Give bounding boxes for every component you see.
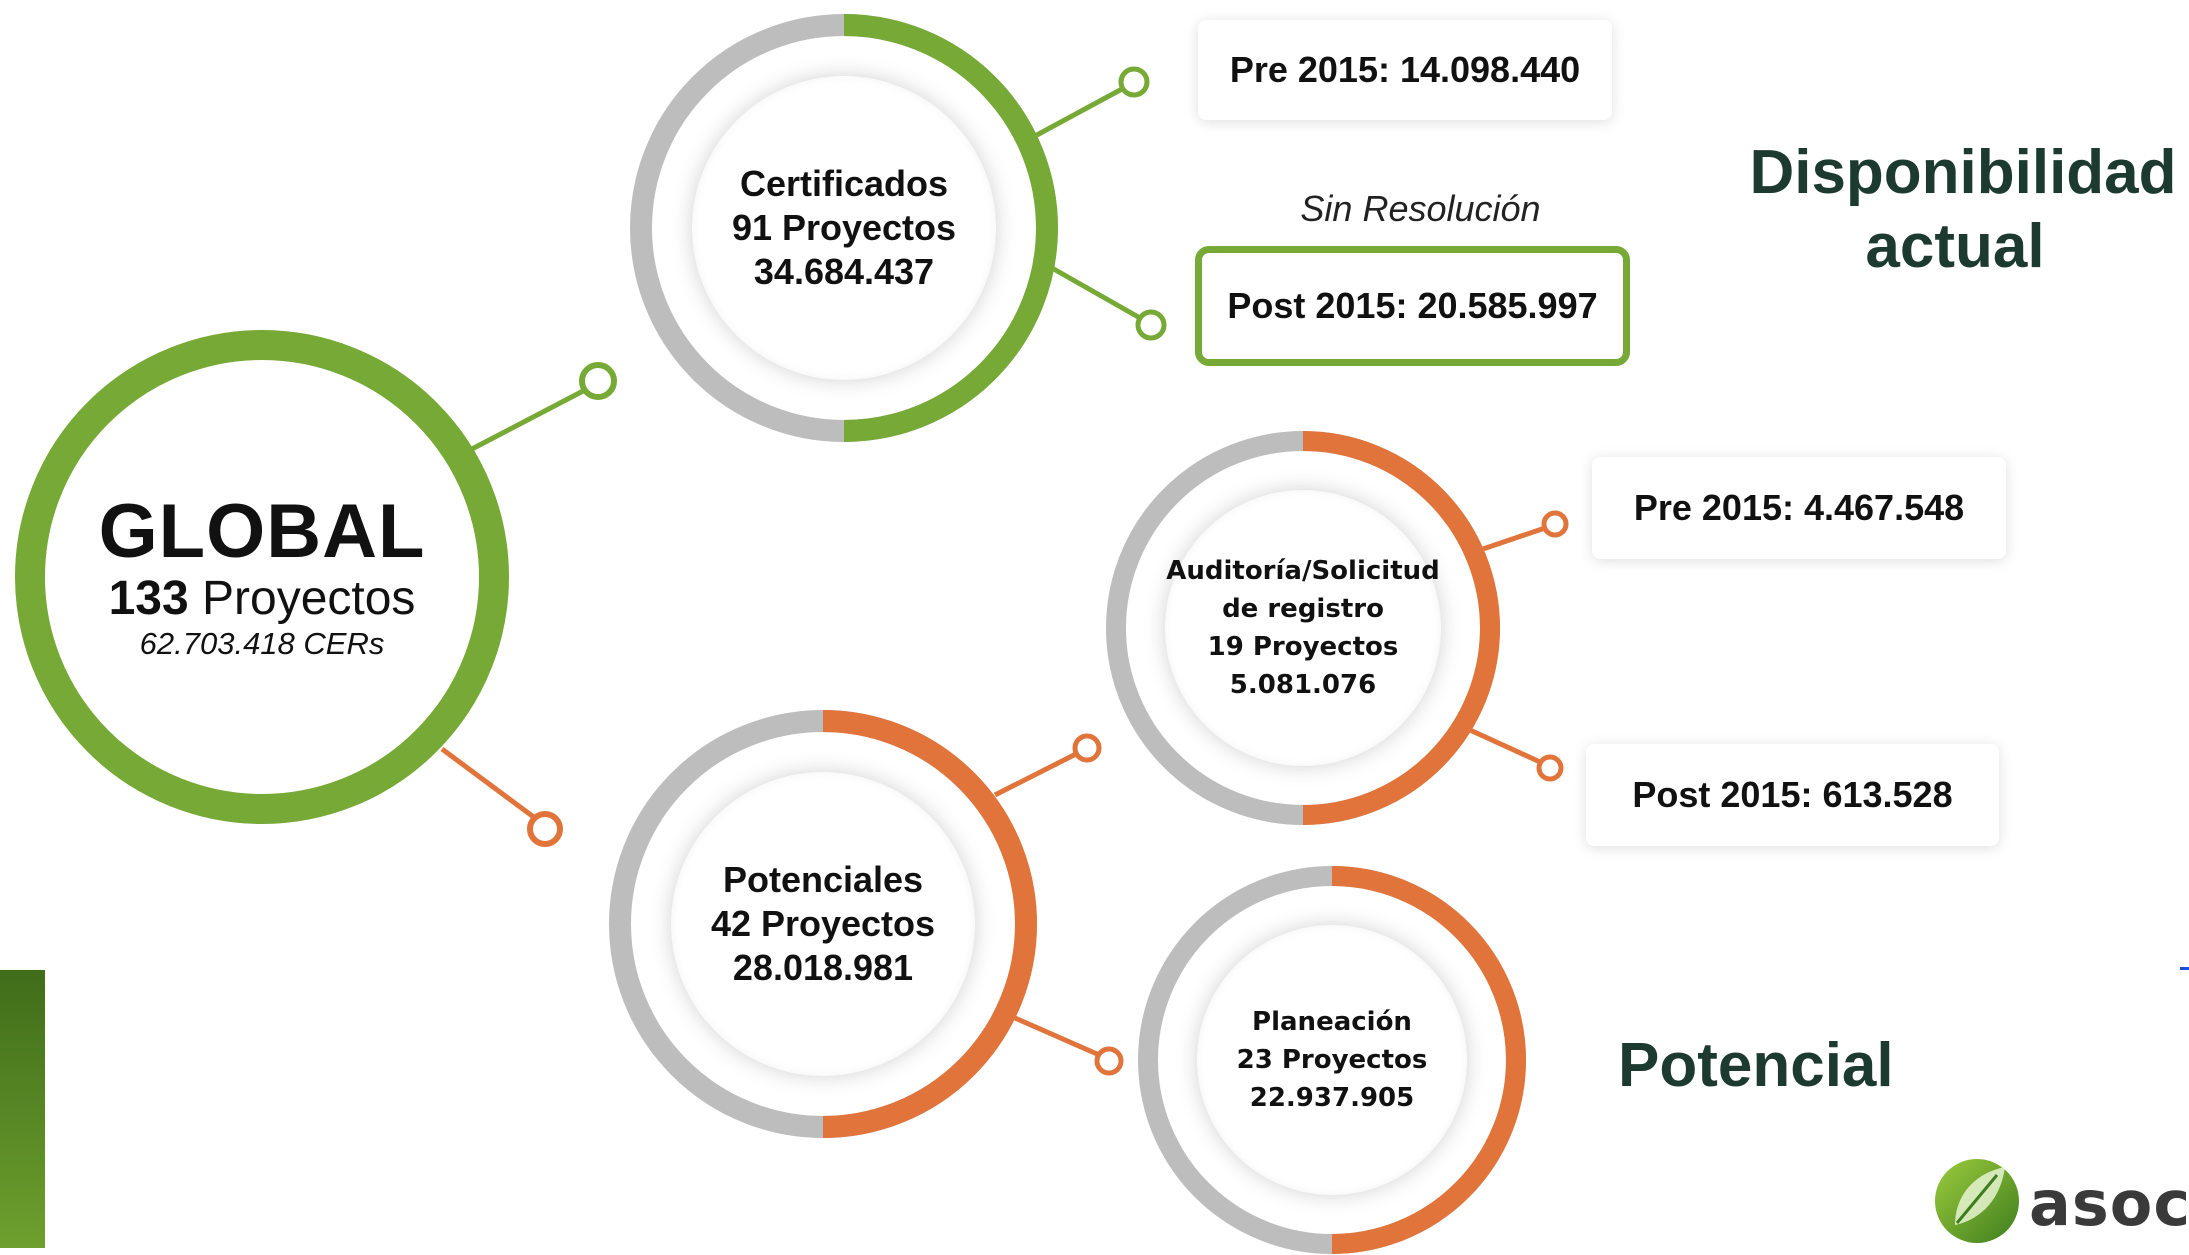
certificados-projects: 91 Proyectos	[731, 207, 957, 248]
disponibilidad-heading: Disponibilidad actual	[1728, 136, 2189, 284]
planeacion-cers: 22.937.905	[1249, 1083, 1415, 1113]
global-title: GLOBAL	[98, 489, 426, 574]
global-count-label: Proyectos	[188, 572, 416, 625]
planeacion-ring	[1138, 866, 1526, 1254]
asoca-logo: asoca	[1925, 1145, 2189, 1248]
planeacion-node: Planeación 23 Proyectos 22.937.905	[1137, 865, 1527, 1255]
cert-post-2015-box: Post 2015: 20.585.997	[1195, 246, 1630, 366]
planeacion-projects: 23 Proyectos	[1236, 1045, 1428, 1075]
auditoria-content: Auditoría/Solicitud de registro 19 Proye…	[1165, 490, 1441, 766]
potenciales-projects: 42 Proyectos	[710, 903, 936, 944]
global-node: GLOBAL 133 Proyectos 62.703.418 CERs	[15, 330, 509, 824]
potencial-heading: Potencial	[1618, 1031, 1894, 1100]
potenciales-cers: 28.018.981	[732, 947, 914, 988]
global-project-count: 133 Proyectos	[109, 572, 416, 626]
certificados-node: Certificados 91 Proyectos 34.684.437	[628, 12, 1060, 444]
aud-pre-2015-box: Pre 2015: 4.467.548	[1592, 457, 2006, 559]
potenciales-ring	[609, 710, 1037, 1138]
potenciales-title: Potenciales	[722, 859, 924, 900]
sin-resolucion-note: Sin Resolución	[1300, 188, 1541, 229]
auditoria-ring	[1106, 431, 1500, 825]
global-cers: 62.703.418 CERs	[139, 626, 385, 661]
potenciales-node: Potenciales 42 Proyectos 28.018.981	[607, 708, 1039, 1140]
logo-text: asoca	[2029, 1167, 2189, 1240]
auditoria-cers: 5.081.076	[1229, 670, 1377, 700]
planeacion-content: Planeación 23 Proyectos 22.937.905	[1197, 925, 1467, 1195]
certificados-ring	[630, 14, 1058, 442]
auditoria-title-2: de registro	[1222, 594, 1384, 624]
auditoria-projects: 19 Proyectos	[1207, 632, 1399, 662]
global-count: 133	[108, 572, 189, 625]
planeacion-title: Planeación	[1252, 1007, 1412, 1037]
potenciales-content: Potenciales 42 Proyectos 28.018.981	[671, 772, 975, 1076]
global-content: GLOBAL 133 Proyectos 62.703.418 CERs	[48, 363, 476, 791]
green-side-bar	[0, 970, 45, 1248]
disponibilidad-line-1: Disponibilidad	[1749, 138, 2177, 207]
aud-post-2015-box: Post 2015: 613.528	[1586, 744, 1999, 846]
certificados-cers: 34.684.437	[753, 251, 935, 292]
auditoria-node: Auditoría/Solicitud de registro 19 Proye…	[1105, 430, 1501, 826]
auditoria-title-1: Auditoría/Solicitud	[1166, 556, 1440, 586]
disponibilidad-line-2: actual	[1865, 212, 2045, 281]
hyperlink-fragment[interactable]	[2180, 935, 2189, 975]
certificados-title: Certificados	[739, 163, 949, 204]
certificados-content: Certificados 91 Proyectos 34.684.437	[692, 76, 996, 380]
cert-pre-2015-box: Pre 2015: 14.098.440	[1198, 20, 1612, 120]
leaf-logo-icon	[1935, 1159, 2019, 1243]
